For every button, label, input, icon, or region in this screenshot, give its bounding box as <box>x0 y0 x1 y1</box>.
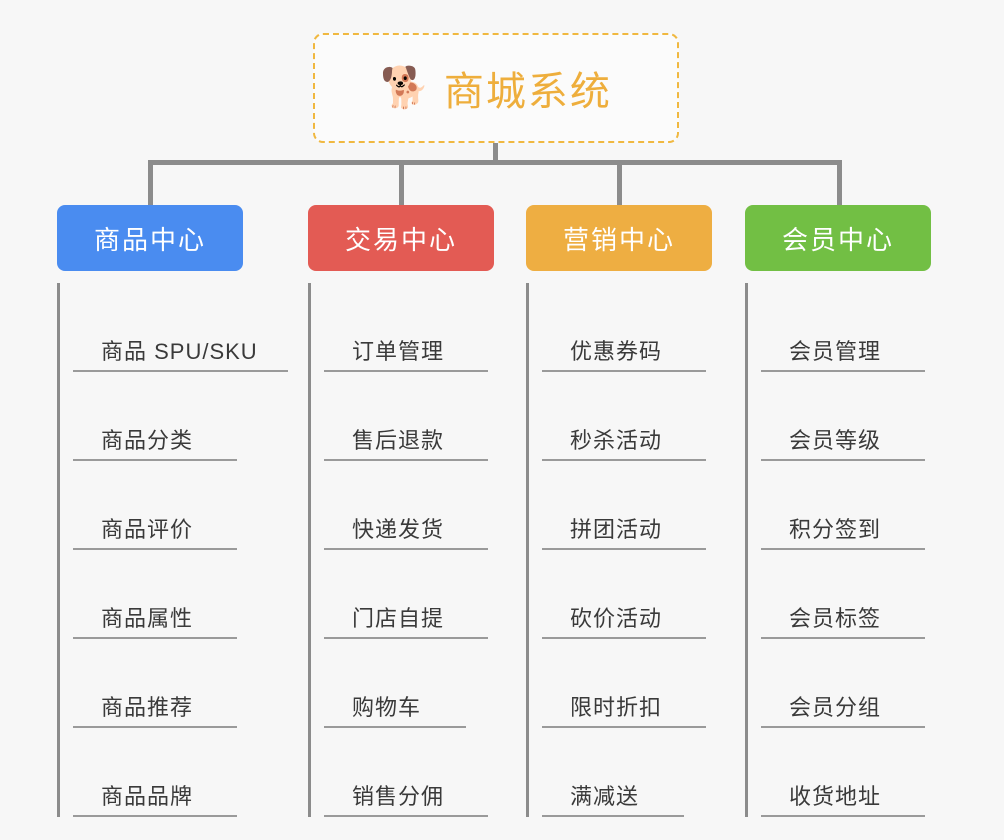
leaf-item[interactable]: 售后退款 <box>324 372 494 461</box>
leaf-underline <box>542 459 706 461</box>
leaf-label: 满减送 <box>570 784 640 809</box>
leaf-item[interactable]: 销售分佣 <box>324 728 494 817</box>
leaf-item[interactable]: 商品评价 <box>73 461 258 550</box>
leaf-label: 快递发货 <box>352 517 445 542</box>
leaf-list-2: 订单管理售后退款快递发货门店自提购物车销售分佣 <box>308 283 494 817</box>
leaf-label: 售后退款 <box>352 428 445 453</box>
leaf-underline <box>73 548 237 550</box>
leaf-label: 积分签到 <box>789 517 882 542</box>
leaf-underline <box>324 726 466 728</box>
leaf-item[interactable]: 会员管理 <box>761 283 931 372</box>
leaf-item[interactable]: 会员标签 <box>761 550 931 639</box>
leaf-label: 会员标签 <box>789 606 882 631</box>
leaf-label: 拼团活动 <box>570 517 663 542</box>
leaf-underline <box>542 548 706 550</box>
root-node-title: 商城系统 <box>443 70 612 114</box>
leaf-label: 门店自提 <box>352 606 445 631</box>
leaf-item[interactable]: 砍价活动 <box>542 550 712 639</box>
leaf-item[interactable]: 快递发货 <box>324 461 494 550</box>
leaf-item[interactable]: 商品属性 <box>73 550 258 639</box>
leaf-list-3: 优惠券码秒杀活动拼团活动砍价活动限时折扣满减送 <box>526 283 712 817</box>
leaf-label: 订单管理 <box>352 339 445 364</box>
leaf-list-1: 商品 SPU/SKU 商品分类商品评价商品属性商品推荐商品品牌 <box>57 283 288 817</box>
leaf-underline <box>761 726 925 728</box>
root-node-shop-system[interactable]: 🐕 商城系统 <box>313 33 679 143</box>
leaf-label: 会员管理 <box>789 339 882 364</box>
shiba-dog-face-icon: 🐕 <box>380 66 430 110</box>
leaf-label: 限时折扣 <box>570 695 663 720</box>
leaf-label: 砍价活动 <box>570 606 663 631</box>
category-label: 营销中心 <box>562 224 675 255</box>
leaf-list-4: 会员管理会员等级积分签到会员标签会员分组收货地址 <box>745 283 931 817</box>
leaf-underline <box>542 815 684 817</box>
trunk-drop-connector-4 <box>837 160 842 208</box>
leaf-underline <box>73 815 237 817</box>
category-label: 会员中心 <box>781 224 894 255</box>
leaf-underline <box>324 637 488 639</box>
category-box-3[interactable]: 营销中心 <box>526 205 712 271</box>
category-box-4[interactable]: 会员中心 <box>745 205 931 271</box>
leaf-underline <box>761 370 925 372</box>
leaf-label: 购物车 <box>352 695 422 720</box>
leaf-item[interactable]: 购物车 <box>324 639 494 728</box>
leaf-label: 优惠券码 <box>570 339 663 364</box>
leaf-underline <box>73 726 237 728</box>
leaf-label: 收货地址 <box>789 784 882 809</box>
leaf-label: 商品评价 <box>101 517 194 542</box>
category-column-4: 会员中心会员管理会员等级积分签到会员标签会员分组收货地址 <box>745 205 931 817</box>
leaf-item[interactable]: 商品品牌 <box>73 728 258 817</box>
leaf-underline <box>73 370 288 372</box>
trunk-horizontal-connector <box>148 160 842 165</box>
leaf-underline <box>542 726 706 728</box>
trunk-drop-connector-2 <box>399 160 404 208</box>
leaf-underline <box>761 815 925 817</box>
leaf-item[interactable]: 商品分类 <box>73 372 258 461</box>
leaf-item[interactable]: 商品推荐 <box>73 639 258 728</box>
category-column-3: 营销中心优惠券码秒杀活动拼团活动砍价活动限时折扣满减送 <box>526 205 712 817</box>
leaf-item[interactable]: 积分签到 <box>761 461 931 550</box>
leaf-item[interactable]: 优惠券码 <box>542 283 712 372</box>
leaf-underline <box>542 637 706 639</box>
leaf-item[interactable]: 拼团活动 <box>542 461 712 550</box>
leaf-underline <box>761 459 925 461</box>
leaf-item[interactable]: 商品 SPU/SKU <box>73 283 288 372</box>
trunk-drop-connector-1 <box>148 160 153 208</box>
leaf-item[interactable]: 限时折扣 <box>542 639 712 728</box>
category-box-2[interactable]: 交易中心 <box>308 205 494 271</box>
leaf-label: 商品推荐 <box>101 695 194 720</box>
leaf-label: 会员等级 <box>789 428 882 453</box>
leaf-underline <box>73 637 237 639</box>
trunk-drop-connector-3 <box>617 160 622 208</box>
leaf-label: 商品属性 <box>101 606 194 631</box>
category-box-1[interactable]: 商品中心 <box>57 205 243 271</box>
leaf-underline <box>542 370 706 372</box>
trunk-stem-connector <box>493 143 498 165</box>
category-column-2: 交易中心订单管理售后退款快递发货门店自提购物车销售分佣 <box>308 205 494 817</box>
leaf-label: 秒杀活动 <box>570 428 663 453</box>
leaf-item[interactable]: 秒杀活动 <box>542 372 712 461</box>
leaf-underline <box>761 548 925 550</box>
category-label: 商品中心 <box>93 224 206 255</box>
leaf-item[interactable]: 满减送 <box>542 728 712 817</box>
leaf-item[interactable]: 会员等级 <box>761 372 931 461</box>
leaf-label: 会员分组 <box>789 695 882 720</box>
leaf-label: 商品 SPU/SKU <box>101 339 258 364</box>
leaf-underline <box>73 459 237 461</box>
leaf-underline <box>324 548 488 550</box>
leaf-item[interactable]: 门店自提 <box>324 550 494 639</box>
leaf-underline <box>324 815 488 817</box>
leaf-item[interactable]: 会员分组 <box>761 639 931 728</box>
leaf-label: 销售分佣 <box>352 784 445 809</box>
leaf-label: 商品品牌 <box>101 784 194 809</box>
category-label: 交易中心 <box>344 224 457 255</box>
leaf-item[interactable]: 收货地址 <box>761 728 931 817</box>
leaf-label: 商品分类 <box>101 428 194 453</box>
leaf-underline <box>761 637 925 639</box>
leaf-underline <box>324 370 488 372</box>
leaf-item[interactable]: 订单管理 <box>324 283 494 372</box>
category-column-1: 商品中心商品 SPU/SKU 商品分类商品评价商品属性商品推荐商品品牌 <box>57 205 288 817</box>
leaf-underline <box>324 459 488 461</box>
